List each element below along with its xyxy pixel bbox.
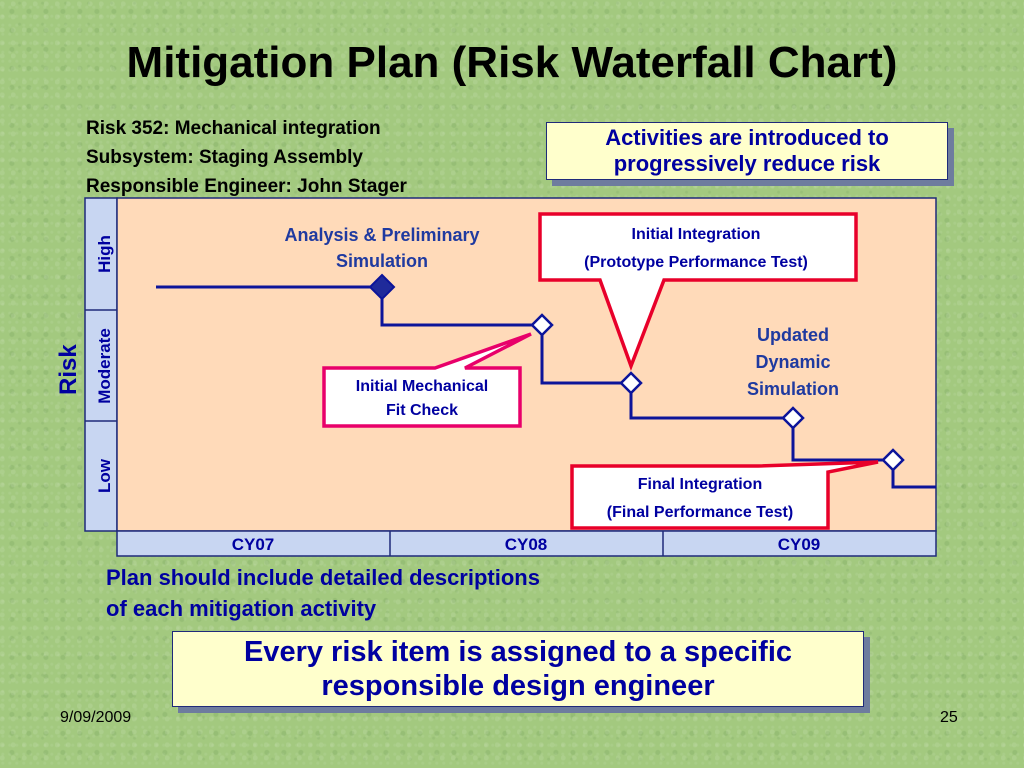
initial-integration-callout <box>538 212 858 372</box>
mech-fit-line2: Fit Check <box>386 402 458 419</box>
milestone-mech-fit-marker <box>530 313 554 337</box>
footer-date: 9/09/2009 <box>60 709 132 726</box>
analysis-label-line2: Simulation <box>336 251 428 271</box>
subsystem-label: Subsystem: Staging Assembly <box>86 147 363 168</box>
activities-callout: Activities are introduced to progressive… <box>546 122 948 180</box>
final-integration-line2: (Final Performance Test) <box>607 504 793 521</box>
mech-fit-line1: Initial Mechanical <box>356 378 488 395</box>
plan-note: Plan should include detailed description… <box>106 562 540 624</box>
activities-callout-line2: progressively reduce risk <box>613 151 881 176</box>
updated-sim-label-line3: Simulation <box>747 379 839 399</box>
risk-axis-title: Risk <box>55 344 82 395</box>
risk-id-label: Risk 352: Mechanical integration <box>86 118 381 139</box>
activities-callout-line1: Activities are introduced to <box>605 125 889 150</box>
level-label-high: High <box>95 235 114 273</box>
updated-sim-label-line2: Dynamic <box>755 352 830 372</box>
final-integration-line1: Final Integration <box>638 476 762 493</box>
page-number: 25 <box>940 709 958 726</box>
engineer-callout-line2: responsible design engineer <box>321 670 715 702</box>
year-label-cy07: CY07 <box>232 535 275 554</box>
engineer-assignment-callout: Every risk item is assigned to a specifi… <box>172 631 864 707</box>
milestone-analysis-marker <box>368 273 396 301</box>
level-label-moderate: Moderate <box>95 328 114 404</box>
milestone-updated-sim-marker <box>781 406 805 430</box>
mech-fit-callout <box>322 332 532 428</box>
plan-note-line1: Plan should include detailed description… <box>106 565 540 590</box>
level-label-low: Low <box>95 458 114 493</box>
year-label-cy09: CY09 <box>778 535 821 554</box>
plan-note-line2: of each mitigation activity <box>106 596 377 621</box>
year-label-cy08: CY08 <box>505 535 548 554</box>
updated-sim-label-line1: Updated <box>757 325 829 345</box>
initial-integration-line1: Initial Integration <box>632 226 761 243</box>
initial-integration-line2: (Prototype Performance Test) <box>584 254 808 271</box>
year-axis-row <box>116 530 937 557</box>
slide-title: Mitigation Plan (Risk Waterfall Chart) <box>126 38 898 87</box>
risk-info: Risk 352: Mechanical integration Subsyst… <box>86 114 407 201</box>
engineer-label: Responsible Engineer: John Stager <box>86 176 407 197</box>
final-integration-callout <box>570 460 879 530</box>
milestone-initial-integration-marker <box>619 371 643 395</box>
milestone-final-integration-marker <box>881 448 905 472</box>
analysis-label-line1: Analysis & Preliminary <box>284 225 479 245</box>
engineer-callout-line1: Every risk item is assigned to a specifi… <box>243 636 793 668</box>
